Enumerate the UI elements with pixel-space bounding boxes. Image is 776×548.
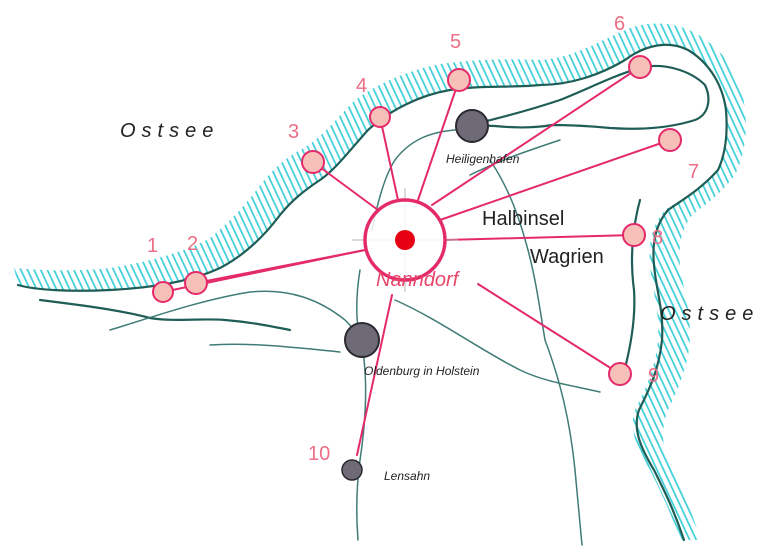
markers — [152, 55, 682, 386]
center-label: Nanndorf — [376, 269, 461, 291]
marker-1-icon[interactable] — [152, 281, 174, 303]
town-label-heiligenhafen: Heiligenhafen — [446, 152, 520, 166]
town-lensahn-dot-icon — [341, 459, 363, 481]
region-label-line2: Wagrien — [530, 246, 604, 268]
marker-8-icon[interactable] — [622, 223, 646, 247]
ray-6 — [431, 66, 641, 206]
sea-shading — [14, 23, 746, 540]
town-heiligenhafen-dot-icon — [455, 109, 489, 143]
labels: Ostsee Ostsee Halbinsel Wagrien Nanndorf… — [120, 120, 759, 483]
town-label-lensahn: Lensahn — [384, 469, 430, 483]
marker-9-icon[interactable] — [608, 362, 632, 386]
marker-number-1: 1 — [147, 235, 158, 257]
road-5 — [489, 159, 583, 546]
marker-3-icon[interactable] — [301, 150, 325, 174]
town-label-oldenburg: Oldenburg in Holstein — [364, 364, 480, 378]
marker-4-icon[interactable] — [369, 106, 391, 128]
marker-2-icon[interactable] — [184, 271, 208, 295]
marker-number-8: 8 — [652, 227, 663, 249]
coastline-inner-west — [38, 298, 292, 332]
road-6 — [394, 299, 601, 393]
marker-number-5: 5 — [450, 31, 461, 53]
marker-number-7: 7 — [688, 161, 699, 183]
ray-2 — [195, 249, 366, 284]
marker-number-4: 4 — [356, 75, 367, 97]
ray-7 — [439, 139, 671, 221]
marker-number-3: 3 — [288, 121, 299, 143]
ray-9 — [477, 283, 621, 375]
sea-label-north: Ostsee — [120, 120, 219, 142]
marker-number-2: 2 — [187, 233, 198, 255]
ray-3 — [312, 161, 379, 211]
sea-shading-east — [632, 170, 735, 540]
towns — [341, 109, 489, 481]
sea-label-east: Ostsee — [660, 303, 759, 325]
coastline-spit — [468, 64, 710, 130]
marker-5-icon[interactable] — [447, 68, 471, 92]
marker-6-icon[interactable] — [628, 55, 652, 79]
ray-5 — [417, 79, 460, 201]
marker-numbers: 1 2 3 4 5 6 7 8 9 10 — [147, 13, 699, 465]
town-oldenburg-dot-icon — [344, 322, 380, 358]
road-3 — [355, 269, 367, 541]
marker-number-10: 10 — [308, 443, 330, 465]
ray-10 — [356, 294, 393, 456]
region-label-line1: Halbinsel — [482, 208, 564, 230]
roads — [109, 129, 601, 546]
marker-number-9: 9 — [648, 365, 659, 387]
marker-7-icon[interactable] — [658, 128, 682, 152]
road-7 — [469, 139, 561, 176]
center-dot — [395, 230, 415, 250]
ray-8 — [444, 234, 635, 241]
coastline-outer — [16, 43, 728, 542]
road-2 — [209, 343, 341, 353]
center-target — [352, 188, 458, 292]
ray-4 — [379, 116, 399, 201]
marker-number-6: 6 — [614, 13, 625, 35]
road-4 — [371, 129, 456, 231]
